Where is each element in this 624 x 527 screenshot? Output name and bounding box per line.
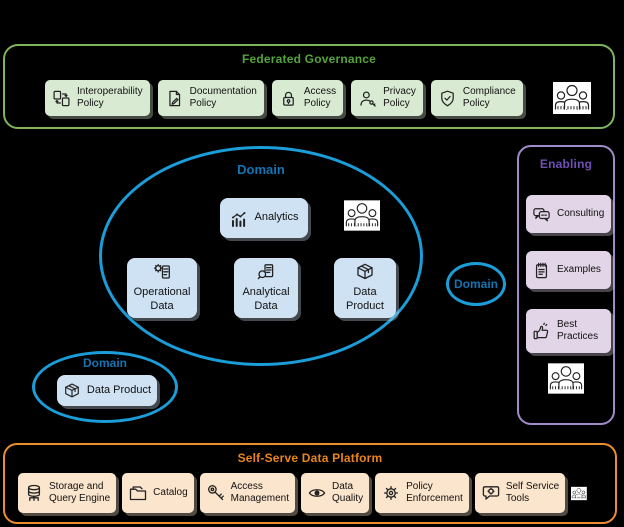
analytics-card: Analytics xyxy=(220,198,308,238)
card-label: Data Product xyxy=(86,383,152,396)
gear-icon xyxy=(384,485,399,501)
enabling-title: Enabling xyxy=(539,157,593,171)
card-label: Operational Data xyxy=(133,286,191,312)
domain-side-label: Domain xyxy=(453,277,498,291)
analytical-report-icon xyxy=(257,264,274,280)
analytical-data-card: Analytical Data xyxy=(234,258,298,318)
folder-icon xyxy=(130,486,147,501)
examples-notepad-icon xyxy=(535,262,548,278)
domain-side-ellipse: Domain xyxy=(446,262,506,306)
team-icon xyxy=(548,363,584,394)
consulting-chat-icon xyxy=(533,207,550,221)
enabling-panel: Enabling Consulting Examples xyxy=(517,145,615,425)
domain-main-label: Domain xyxy=(237,162,285,177)
package-box-icon xyxy=(65,382,79,397)
domain-bottom-ellipse xyxy=(32,351,178,423)
key-icon xyxy=(207,485,224,501)
consulting-card: Consulting xyxy=(526,195,611,233)
chat-tools-icon xyxy=(482,486,500,500)
privacy-person-icon xyxy=(360,91,376,107)
team-icon xyxy=(571,486,587,500)
catalog-card: Catalog xyxy=(122,473,194,513)
data-product-card: Data Product xyxy=(334,258,396,318)
examples-card: Examples xyxy=(526,251,611,289)
domain-main-ellipse xyxy=(99,146,423,366)
domain-bottom-label: Domain xyxy=(82,356,127,370)
federated-governance-title: Federated Governance xyxy=(241,52,377,66)
lock-icon xyxy=(282,91,294,106)
documentation-icon xyxy=(168,90,180,106)
eye-icon xyxy=(308,489,326,497)
database-icon xyxy=(27,484,41,502)
operational-data-card: Operational Data xyxy=(127,258,197,318)
card-label: Catalog xyxy=(153,486,188,498)
thumbs-up-icon xyxy=(533,322,549,339)
analytics-icon xyxy=(232,212,246,227)
interoperability-icon xyxy=(53,90,70,106)
data-product-card-bottom: Data Product xyxy=(57,375,157,406)
operational-system-icon xyxy=(153,264,170,279)
card-label: Consulting xyxy=(557,207,605,219)
card-label: Analytical Data xyxy=(242,286,290,312)
platform-title: Self-Serve Data Platform xyxy=(237,451,383,465)
team-icon xyxy=(344,200,380,231)
card-label: Data Product xyxy=(346,286,384,312)
card-label: Analytics xyxy=(254,211,299,224)
package-box-icon xyxy=(357,263,373,280)
card-label: Examples xyxy=(557,263,601,275)
team-icon xyxy=(553,82,591,114)
shield-check-icon xyxy=(441,90,454,106)
